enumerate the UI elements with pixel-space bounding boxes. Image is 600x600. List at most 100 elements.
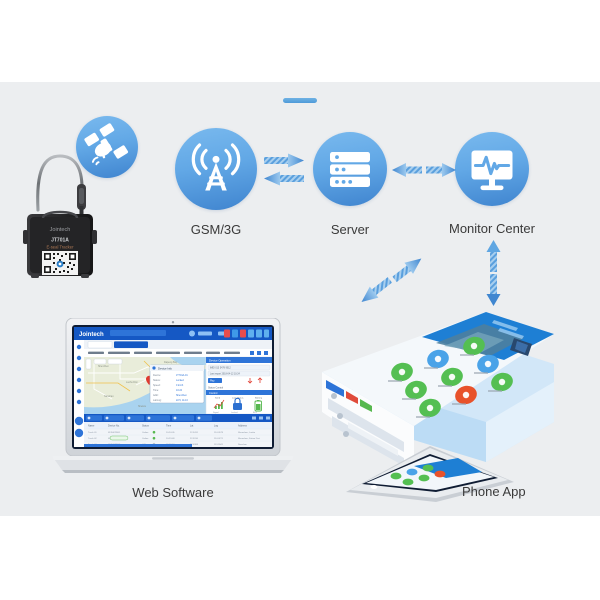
svg-text:Lat/Lng:: Lat/Lng: — [153, 399, 162, 402]
svg-text:Truck-01: Truck-01 — [88, 431, 97, 434]
server-rack-icon — [330, 152, 370, 187]
device-subtitle-value: E-seal Tracker — [0, 0, 1, 1]
svg-text:114.0579: 114.0579 — [214, 432, 224, 434]
svg-text:113.9341: 113.9341 — [214, 444, 224, 446]
svg-text:114.0271: 114.0271 — [214, 438, 224, 440]
svg-text:10:23:48: 10:23:48 — [166, 438, 175, 440]
svg-text:Shenzhen, Luohu: Shenzhen, Luohu — [238, 432, 256, 434]
svg-text:Time:: Time: — [153, 389, 159, 392]
svg-text:Dapeng Bay: Dapeng Bay — [164, 361, 178, 364]
laptop-notch — [152, 457, 194, 460]
phone-app-composite[interactable] — [318, 276, 583, 506]
server-monitor-arrow-pair — [392, 163, 456, 177]
server-phone-arrow-pair — [361, 258, 422, 303]
web-tab-device-detail — [114, 341, 148, 348]
web-rail-action-1 — [74, 416, 84, 426]
map-zoom-control — [85, 358, 92, 370]
svg-text:Status:: Status: — [153, 379, 161, 382]
phone-settings-panel — [322, 372, 414, 472]
battery-status-icon — [254, 400, 262, 412]
web-scrollbar — [84, 444, 192, 447]
svg-text:Shekou: Shekou — [138, 405, 147, 408]
device-subtitle-text: E-seal Tracker — [47, 245, 75, 250]
svg-text:22.5310: 22.5310 — [190, 438, 199, 440]
svg-text:Lat: Lat — [190, 425, 194, 428]
cable-shackle — [36, 154, 84, 212]
svg-text:22.4988: 22.4988 — [190, 444, 199, 446]
svg-text:Online: Online — [142, 432, 149, 434]
svg-text:Address: Address — [238, 425, 248, 428]
svg-text:Device Info: Device Info — [158, 367, 172, 371]
jt701a-padlock-tracker[interactable]: Jointech JT701A E-seal Tracker — [18, 148, 102, 280]
svg-text:Locked: Locked — [176, 379, 184, 382]
web-tab-map — [87, 341, 113, 349]
svg-text:0135478901: 0135478901 — [108, 432, 121, 434]
phone-to-server-arrow — [392, 258, 422, 283]
svg-text:Shenzhen: Shenzhen — [176, 394, 187, 397]
web-topbar-icons — [224, 329, 269, 338]
webcam-icon — [171, 321, 175, 324]
server-node-label: Server — [330, 222, 370, 237]
device-model-text: JT701A — [51, 238, 69, 244]
svg-text:22.5, 114.0: 22.5, 114.0 — [176, 399, 188, 402]
svg-text:0 km/h: 0 km/h — [176, 384, 184, 387]
server-to-monitor-arrow — [426, 163, 456, 177]
svg-text:Addr:: Addr: — [153, 394, 159, 397]
monitor-node-label: Monitor Center — [449, 221, 535, 236]
server-to-gsm-arrow — [264, 171, 304, 186]
monitor-pulse-icon — [471, 150, 513, 191]
svg-text:22.5431: 22.5431 — [190, 432, 199, 434]
svg-text:Name: Name — [88, 425, 95, 428]
web-software-label: Web Software — [132, 485, 214, 500]
svg-text:Device:: Device: — [153, 374, 161, 377]
web-right-panel: Device Operation IMEI 013 5478 9012 Last… — [205, 356, 272, 415]
gsm-server-arrow-pair — [264, 153, 304, 186]
svg-text:Last report 2018-04-12 10:24: Last report 2018-04-12 10:24 — [210, 373, 240, 376]
device-brand-text: Jointech — [50, 227, 71, 233]
gsm-node-label: GSM/3G — [190, 222, 242, 237]
svg-text:Truck-02: Truck-02 — [88, 437, 97, 440]
device-brand-value: Jointech — [0, 0, 1, 1]
svg-text:Control: Control — [209, 391, 218, 395]
web-left-rail — [74, 340, 84, 447]
phone-app-label: Phone App — [462, 484, 526, 499]
gsm-to-server-arrow — [264, 153, 304, 168]
phone-to-monitor-arrow — [486, 240, 501, 272]
svg-text:Play: Play — [210, 381, 215, 383]
svg-text:Time: Time — [166, 425, 172, 428]
svg-text:Online: Online — [142, 438, 149, 440]
svg-text:Device Operation: Device Operation — [209, 358, 231, 362]
phone-device-body — [346, 446, 514, 502]
top-accent-bar — [283, 98, 317, 103]
svg-text:Speed:: Speed: — [153, 384, 161, 387]
svg-text:Shenzhen, Futian Dist.: Shenzhen, Futian Dist. — [238, 437, 261, 440]
svg-text:10:24:05: 10:24:05 — [166, 432, 175, 434]
svg-text:Send: Send — [215, 398, 221, 400]
server-to-phone-arrow — [361, 277, 393, 303]
svg-text:Signal: Signal — [213, 412, 219, 414]
svg-text:IMEI 013 5478 9012: IMEI 013 5478 9012 — [210, 368, 231, 370]
web-rail-action-2 — [74, 428, 84, 438]
svg-text:Battery: Battery — [255, 397, 263, 400]
svg-text:Locked: Locked — [231, 412, 237, 414]
web-software-screen[interactable]: Jointech — [74, 327, 272, 447]
satellite-icon — [84, 123, 129, 166]
web-brand-text: Jointech — [79, 332, 104, 338]
monitor-to-server-arrow — [392, 163, 422, 177]
web-software-laptop[interactable]: Jointech — [48, 318, 298, 478]
device-model-value: JT701A — [0, 0, 1, 1]
svg-text:Lng: Lng — [214, 425, 219, 428]
svg-text:Status Control: Status Control — [208, 387, 224, 390]
cell-tower-icon — [191, 143, 241, 191]
svg-text:Shenzhen: Shenzhen — [98, 365, 109, 368]
phone-wall-right — [486, 382, 554, 462]
svg-text:Status: Status — [142, 425, 150, 428]
svg-text:Luohu Dist: Luohu Dist — [126, 381, 138, 384]
lock-status-icon — [233, 397, 242, 410]
web-map-popup: Device Info Device:JT701A-01 Status:Lock… — [149, 364, 205, 404]
svg-text:Device No.: Device No. — [108, 425, 120, 428]
phone-app-zoomed-screen — [322, 312, 554, 426]
monitor-phone-arrow-pair — [486, 240, 501, 306]
monitor-to-phone-arrow — [486, 274, 501, 306]
